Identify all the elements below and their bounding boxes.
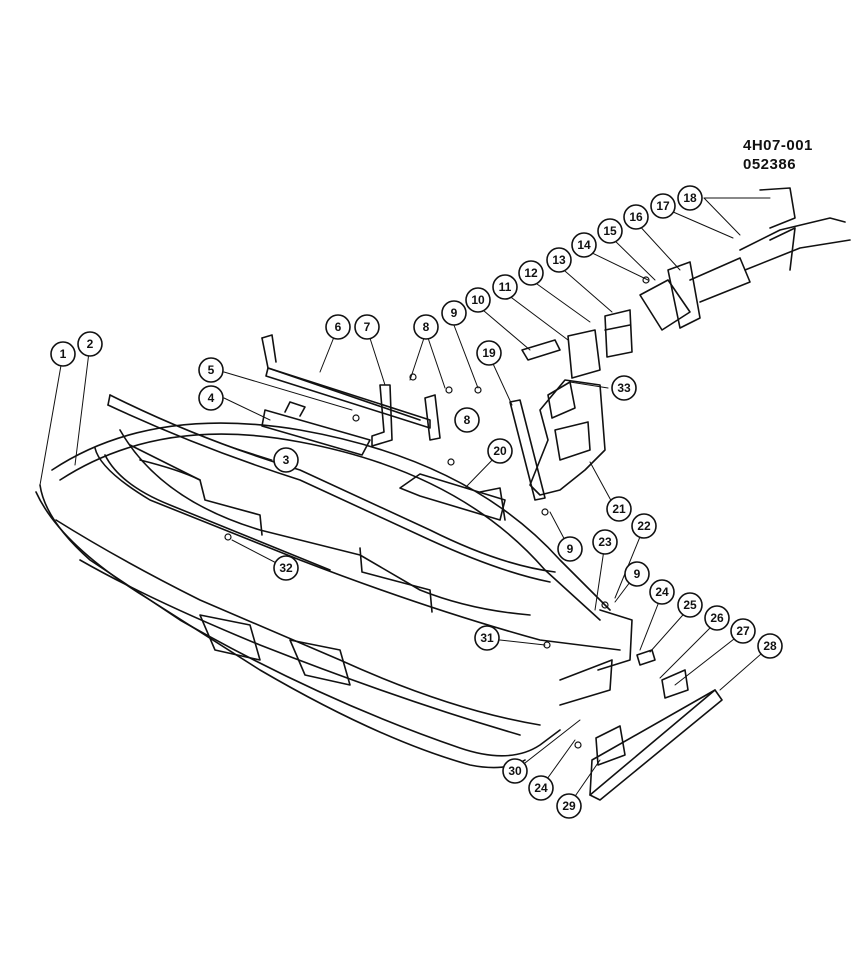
callout-30-label: 30: [508, 764, 522, 778]
mounting-brackets-left: [261, 334, 441, 456]
callout-17: 17: [650, 193, 676, 219]
callout-6-label: 6: [335, 320, 342, 334]
callout-29: 29: [556, 793, 582, 819]
callout-29-label: 29: [562, 799, 576, 813]
callout-25-label: 25: [683, 598, 697, 612]
energy-absorber-unit: [639, 187, 851, 331]
callout-31-label: 31: [480, 631, 494, 645]
callout-13: 13: [546, 247, 572, 273]
callout-28: 28: [757, 633, 783, 659]
callout-19-label: 19: [482, 346, 496, 360]
callout-20-label: 20: [493, 444, 507, 458]
callout-14: 14: [571, 232, 597, 258]
callout-33-label: 33: [617, 381, 631, 395]
fasteners: [224, 276, 650, 749]
callout-21-label: 21: [612, 502, 626, 516]
callout-8-upper-label: 8: [423, 320, 430, 334]
callout-24-lower: 24: [528, 775, 554, 801]
center-brackets: [399, 399, 546, 521]
callout-19: 19: [476, 340, 502, 366]
callout-14-label: 14: [577, 238, 591, 252]
callout-32: 32: [273, 555, 299, 581]
callout-27-label: 27: [736, 624, 750, 638]
callout-33: 33: [611, 375, 637, 401]
callout-13-label: 13: [552, 253, 566, 267]
callout-3-label: 3: [283, 453, 290, 467]
callout-27: 27: [730, 618, 756, 644]
callout-18: 18: [677, 185, 703, 211]
callout-5: 5: [198, 357, 224, 383]
callout-16-label: 16: [629, 210, 643, 224]
callout-9-lower: 9: [624, 561, 650, 587]
callout-9-middle: 9: [557, 536, 583, 562]
callout-18-label: 18: [683, 191, 697, 205]
callout-12: 12: [518, 260, 544, 286]
callout-3: 3: [273, 447, 299, 473]
rear-mount-plates: [521, 309, 633, 379]
callout-8-lower: 8: [454, 407, 480, 433]
callout-9-middle-label: 9: [567, 542, 574, 556]
callout-11: 11: [492, 274, 518, 300]
callout-4-label: 4: [208, 391, 215, 405]
callout-21: 21: [606, 496, 632, 522]
callout-9-lower-label: 9: [634, 567, 641, 581]
callout-1-label: 1: [60, 347, 67, 361]
drawing-code: 4H07-001: [743, 137, 813, 154]
callout-23-label: 23: [598, 535, 612, 549]
callout-8-upper: 8: [413, 314, 439, 340]
callout-4: 4: [198, 385, 224, 411]
bumper-fascia: [35, 422, 633, 769]
callout-28-label: 28: [763, 639, 777, 653]
callout-25: 25: [677, 592, 703, 618]
callout-1: 1: [50, 341, 76, 367]
callout-17-label: 17: [656, 199, 670, 213]
callout-8-lower-label: 8: [464, 413, 471, 427]
filler-panels: [589, 649, 723, 801]
callout-5-label: 5: [208, 363, 215, 377]
callout-26-label: 26: [710, 611, 724, 625]
leader-lines: [39, 197, 771, 806]
callout-24-upper-label: 24: [655, 585, 669, 599]
callout-15: 15: [597, 218, 623, 244]
callout-26: 26: [704, 605, 730, 631]
callout-12-label: 12: [524, 266, 538, 280]
impact-bar: [107, 394, 556, 616]
callout-6: 6: [325, 314, 351, 340]
callout-32-label: 32: [279, 561, 293, 575]
callout-22: 22: [631, 513, 657, 539]
callout-24-upper: 24: [649, 579, 675, 605]
callout-20: 20: [487, 438, 513, 464]
callout-2: 2: [77, 331, 103, 357]
side-bracket-assembly: [529, 379, 606, 496]
drawing-date-code: 052386: [743, 156, 797, 173]
callout-31: 31: [474, 625, 500, 651]
callout-15-label: 15: [603, 224, 617, 238]
callout-7: 7: [354, 314, 380, 340]
callout-24-lower-label: 24: [534, 781, 548, 795]
callout-23: 23: [592, 529, 618, 555]
callout-22-label: 22: [637, 519, 651, 533]
callout-16: 16: [623, 204, 649, 230]
callout-7-label: 7: [364, 320, 371, 334]
callout-2-label: 2: [87, 337, 94, 351]
callout-10: 10: [465, 287, 491, 313]
callout-9-upper-label: 9: [451, 306, 458, 320]
callout-11-label: 11: [499, 280, 512, 294]
callout-10-label: 10: [471, 293, 485, 307]
callout-30: 30: [502, 758, 528, 784]
callout-9-upper: 9: [441, 300, 467, 326]
